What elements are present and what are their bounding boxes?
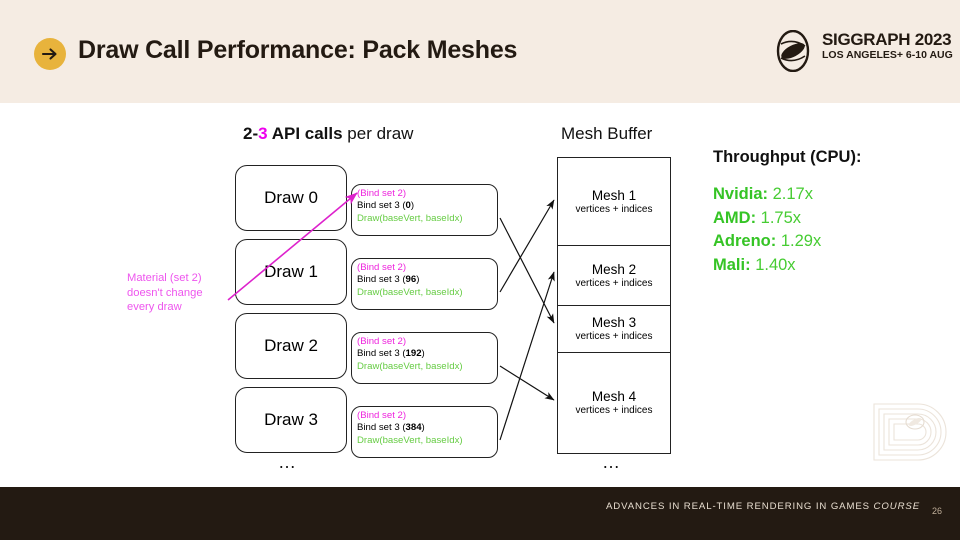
command-box-2[interactable]: (Bind set 2) Bind set 3 (192) Draw(baseV…	[351, 332, 498, 384]
mesh-sub: vertices + indices	[575, 203, 653, 215]
mesh-sub: vertices + indices	[575, 277, 653, 289]
draw-call-line: Draw(baseVert, baseIdx)	[357, 212, 463, 224]
api-count-dash: -	[252, 124, 259, 143]
throughput-value: 1.75x	[760, 208, 802, 227]
draw-box-label: Draw 0	[264, 188, 318, 207]
mesh-buffer: Mesh 1 vertices + indices Mesh 2 vertice…	[557, 157, 671, 454]
throughput-title: Throughput (CPU):	[713, 148, 862, 166]
throughput-value: 2.17x	[772, 185, 813, 203]
throughput-label: Nvidia:	[713, 185, 769, 203]
draw1-to-mesh1-arrow	[499, 199, 555, 293]
draw-box-1[interactable]: Draw 1	[235, 239, 347, 305]
mesh-cell-2[interactable]: Mesh 2 vertices + indices	[558, 246, 670, 306]
draws-ellipsis: …	[278, 452, 298, 472]
mesh-buffer-heading: Mesh Buffer	[561, 124, 653, 143]
material-annotation: Material (set 2) doesn't change every dr…	[127, 271, 203, 315]
bind-set-3-prefix: Bind set 3 (	[357, 274, 406, 286]
mesh-ellipsis: …	[602, 452, 622, 472]
api-count-low: 2	[243, 124, 253, 143]
api-calls-heading: 2-3 API calls per draw	[243, 124, 413, 144]
siggraph-logo: SIGGRAPH 2023 LOS ANGELES+ 6-10 AUG	[772, 28, 953, 76]
bind-set-3-prefix: Bind set 3 (	[357, 200, 406, 212]
mesh-name: Mesh 4	[591, 388, 637, 404]
draw-box-2[interactable]: Draw 2	[235, 313, 347, 379]
draw0-to-mesh3-arrow	[499, 217, 555, 324]
bind-set-2-line: (Bind set 2)	[357, 262, 407, 273]
command-box-1[interactable]: (Bind set 2) Bind set 3 (96) Draw(baseVe…	[351, 258, 498, 310]
mesh-sub: vertices + indices	[575, 404, 653, 416]
mesh-name: Mesh 2	[591, 261, 637, 277]
slide-footer: ADVANCES IN REAL-TIME RENDERING IN GAMES…	[0, 487, 960, 540]
api-calls-mid: API calls	[267, 124, 348, 143]
bind-set-3-value: 96	[405, 274, 417, 286]
throughput-row-mali: Mali: 1.40x	[713, 254, 861, 278]
siggraph-watermark-icon	[873, 403, 947, 461]
command-box-3[interactable]: (Bind set 2) Bind set 3 (384) Draw(baseV…	[351, 406, 498, 458]
api-calls-suffix: per draw	[347, 124, 414, 143]
bind-set-3-prefix: Bind set 3 (	[357, 348, 406, 360]
annotation-line-2: doesn't change	[127, 286, 203, 299]
api-count-high: 3	[258, 124, 268, 143]
logo-line-1: SIGGRAPH 2023	[822, 30, 952, 49]
mesh-cell-3[interactable]: Mesh 3 vertices + indices	[558, 306, 670, 353]
throughput-value: 1.29x	[780, 232, 822, 250]
slide-header: Draw Call Performance: Pack Meshes SIGGR…	[0, 0, 960, 103]
draw-box-label: Draw 2	[264, 336, 318, 355]
footer-text-main: ADVANCES IN REAL-TIME RENDERING IN GAMES	[606, 501, 874, 512]
siggraph-mark-icon	[776, 30, 810, 72]
throughput-row-adreno: Adreno: 1.29x	[713, 230, 861, 254]
annotation-line-3: every draw	[127, 301, 182, 313]
page-number: 26	[931, 506, 942, 516]
mesh-sub: vertices + indices	[575, 331, 653, 342]
draw2-to-mesh4-arrow	[499, 365, 555, 401]
throughput-label: AMD:	[713, 208, 757, 227]
throughput-label: Mali:	[713, 255, 751, 274]
bind-set-3-suffix: )	[410, 200, 415, 212]
bind-set-2-line: (Bind set 2)	[357, 410, 407, 421]
footer-text-course: COURSE	[873, 501, 920, 512]
bind-set-3-line: Bind set 3 (0)	[357, 200, 497, 212]
bind-set-3-value: 192	[405, 348, 422, 360]
draw-call-line: Draw(baseVert, baseIdx)	[357, 434, 463, 446]
throughput-value: 1.40x	[755, 255, 796, 274]
draw-call-line: Draw(baseVert, baseIdx)	[357, 286, 463, 298]
bind-set-3-line: Bind set 3 (192)	[357, 348, 497, 360]
bind-set-3-value: 384	[405, 422, 422, 434]
draw3-to-mesh2-arrow	[499, 271, 555, 441]
draw-box-label: Draw 3	[264, 410, 318, 429]
arrow-right-icon	[34, 38, 66, 70]
bind-set-3-value: 0	[405, 200, 411, 212]
bind-set-2-line: (Bind set 2)	[357, 336, 407, 347]
mesh-cell-1[interactable]: Mesh 1 vertices + indices	[558, 158, 670, 246]
footer-course-text: ADVANCES IN REAL-TIME RENDERING IN GAMES…	[606, 501, 920, 512]
mesh-name: Mesh 3	[591, 315, 637, 330]
command-box-0[interactable]: (Bind set 2) Bind set 3 (0) Draw(baseVer…	[351, 184, 498, 236]
throughput-panel: Throughput (CPU): Nvidia: 2.17x AMD: 1.7…	[713, 148, 861, 277]
mesh-cell-4[interactable]: Mesh 4 vertices + indices	[558, 353, 670, 452]
bind-set-2-line: (Bind set 2)	[357, 188, 407, 199]
bind-set-3-suffix: )	[421, 348, 425, 360]
annotation-line-1: Material (set 2)	[127, 272, 202, 284]
draw-box-0[interactable]: Draw 0	[235, 165, 347, 231]
throughput-row-amd: AMD: 1.75x	[713, 207, 861, 231]
bind-set-3-line: Bind set 3 (384)	[357, 422, 497, 434]
bind-set-3-suffix: )	[416, 274, 420, 286]
bind-set-3-line: Bind set 3 (96)	[357, 274, 497, 286]
page-title: Draw Call Performance: Pack Meshes	[78, 36, 518, 64]
draw-call-line: Draw(baseVert, baseIdx)	[357, 360, 463, 372]
draw-box-label: Draw 1	[264, 262, 318, 281]
throughput-label: Adreno:	[713, 232, 777, 250]
logo-line-2: LOS ANGELES+ 6-10 AUG	[822, 49, 953, 61]
draw-box-3[interactable]: Draw 3	[235, 387, 347, 453]
bind-set-3-suffix: )	[421, 422, 425, 434]
bind-set-3-prefix: Bind set 3 (	[357, 422, 406, 434]
mesh-name: Mesh 1	[591, 187, 637, 203]
throughput-row-nvidia: Nvidia: 2.17x	[713, 183, 861, 207]
